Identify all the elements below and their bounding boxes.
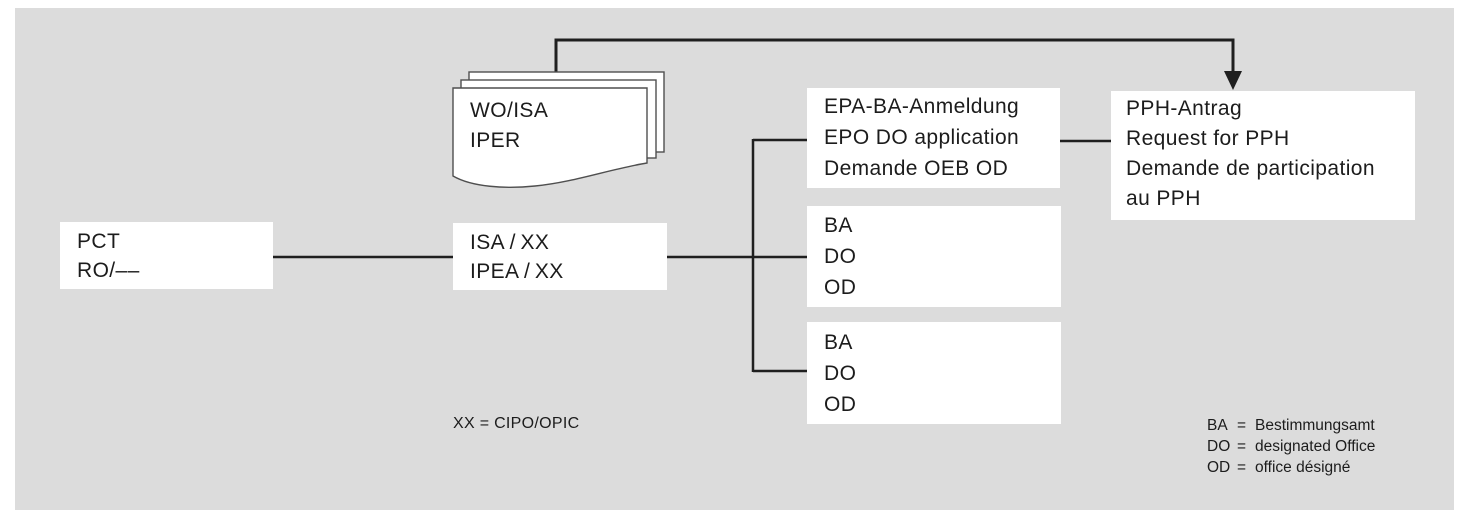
legend-do-abbr: DO (1207, 438, 1231, 455)
document-stack-label: WO/ISA IPER (470, 96, 548, 156)
box-pct-ro: PCT RO/–– (60, 222, 273, 289)
legend-do-eq: = (1237, 438, 1247, 455)
box-pph-request: PPH-Antrag Request for PPH Demande de pa… (1111, 91, 1415, 220)
legend-od-eq: = (1237, 459, 1247, 476)
box-ba2-line1: BA (824, 331, 853, 354)
box-pph-line3: Demande de participation (1126, 157, 1375, 180)
box-pph-line2: Request for PPH (1126, 127, 1290, 150)
box-ba1-line2: DO (824, 245, 857, 268)
legend-row-od: OD = office désigné (1207, 457, 1375, 478)
box-ba2-line3: OD (824, 393, 857, 416)
box-epa-line3: Demande OEB OD (824, 157, 1009, 180)
box-epa-application: EPA-BA-Anmeldung EPO DO application Dema… (807, 88, 1060, 188)
box-epa-line2: EPO DO application (824, 126, 1020, 149)
document-label-line2: IPER (470, 129, 521, 152)
legend-row-do: DO = designated Office (1207, 436, 1375, 457)
box-ba1-line3: OD (824, 276, 857, 299)
box-pct-line1: PCT (77, 230, 121, 253)
box-ba-do-od-1: BA DO OD (807, 206, 1061, 307)
box-isa-line1: ISA / XX (470, 231, 550, 254)
box-ba-do-od-2: BA DO OD (807, 322, 1061, 424)
legend-do-def: designated Office (1255, 438, 1376, 455)
box-pph-line1: PPH-Antrag (1126, 97, 1243, 120)
legend-xx: XX = CIPO/OPIC (453, 415, 580, 432)
legend-od-abbr: OD (1207, 459, 1231, 476)
document-label-line1: WO/ISA (470, 99, 549, 122)
legend-ba-abbr: BA (1207, 417, 1228, 434)
legend-row-ba: BA = Bestimmungsamt (1207, 415, 1375, 436)
legend-abbreviations: BA = Bestimmungsamt DO = designated Offi… (1207, 415, 1375, 478)
box-isa-ipea: ISA / XX IPEA / XX (453, 223, 667, 290)
legend-ba-eq: = (1237, 417, 1247, 434)
legend-od-def: office désigné (1255, 459, 1351, 476)
box-pph-line4: au PPH (1126, 187, 1201, 210)
box-ba1-line1: BA (824, 214, 853, 237)
box-isa-line2: IPEA / XX (470, 260, 564, 283)
legend-ba-def: Bestimmungsamt (1255, 417, 1375, 434)
box-epa-line1: EPA-BA-Anmeldung (824, 95, 1020, 118)
box-ba2-line2: DO (824, 362, 857, 385)
box-pct-line2: RO/–– (77, 259, 140, 282)
